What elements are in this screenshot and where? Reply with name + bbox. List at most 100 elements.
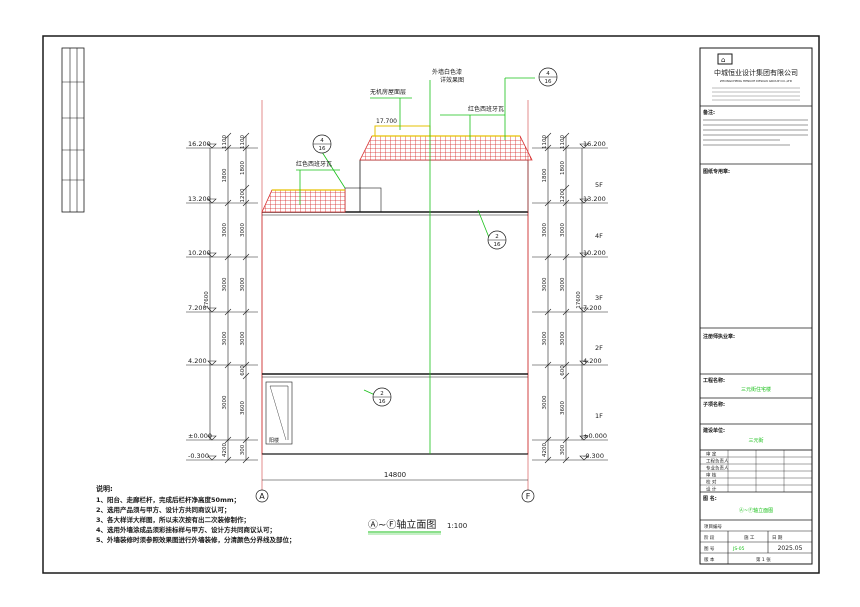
ref-top-number: 4 <box>546 71 550 77</box>
dimension-chains: 1100 1800 3000 3000 3000 3000 4200 1100 1800 1200… <box>204 132 583 464</box>
stage-value: 施 工 <box>744 534 755 541</box>
project-label: 工程名称: <box>703 377 725 384</box>
sign-role: 审 定 <box>706 451 717 458</box>
dimension-tick <box>562 372 570 380</box>
note-item: 3、各大样详大样图，所以未次按有出二次装修制作； <box>96 515 250 524</box>
dimension-tick <box>544 144 552 152</box>
dimension-tick <box>224 144 232 152</box>
dimension-label: 1100 <box>222 135 228 149</box>
dimension-tick <box>544 132 552 140</box>
dimension-label: 3000 <box>542 331 548 345</box>
dimension-tick <box>562 436 570 444</box>
note-item: 5、外墙装修时须参照效果图进行外墙装修，分清颜色分界线及部位； <box>96 535 296 544</box>
project-no-label: 项目编号 <box>704 523 722 530</box>
dimension-tick <box>224 308 232 316</box>
dimension-tick <box>224 253 232 261</box>
dimension-tick <box>544 456 552 464</box>
elevation-label: -0.300 <box>583 452 604 460</box>
detail-ref-mid: 2 16 <box>487 230 507 250</box>
elevation-label: 10.200 <box>583 249 606 257</box>
dimension-label: 3000 <box>542 223 548 237</box>
dimension-label: 3000 <box>222 395 228 409</box>
stage-label: 阶 段 <box>704 534 715 541</box>
elevation-label: 4.200 <box>188 357 207 365</box>
elevation-label: 16.200 <box>188 140 211 148</box>
axis-bubble-a: A <box>255 489 269 503</box>
dimension-label: 1800 <box>560 161 566 175</box>
dimension-tick <box>562 456 570 464</box>
dimension-tick <box>544 253 552 261</box>
drawing-scale: 1:100 <box>447 522 467 530</box>
dimension-label: 3600 <box>560 401 566 415</box>
dimension-label: 600 <box>560 365 566 376</box>
elevation-label: 13.200 <box>188 195 211 203</box>
drawing-no-value: JS-05 <box>732 546 745 552</box>
dimension-label: 3000 <box>542 395 548 409</box>
dimension-tick <box>562 361 570 369</box>
elevation-label: ±0.000 <box>583 432 607 440</box>
dimension-tick <box>562 144 570 152</box>
wall-paint-label-2: 详效果图 <box>440 76 464 84</box>
dimension-label: 4200 <box>222 443 228 457</box>
elevation-label: 7.200 <box>583 304 602 312</box>
version-label: 版 本 <box>704 556 715 563</box>
dimension-label: 1200 <box>240 188 246 202</box>
ref-mid-sheet: 16 <box>494 242 501 248</box>
note-item: 1、阳台、走廊栏杆，完成后栏杆净高度50mm； <box>96 495 240 504</box>
dimension-label: 1100 <box>240 135 246 149</box>
roof-tile-label-left: 红色西班牙瓦 <box>296 160 332 168</box>
elevation-triangle-icon <box>207 143 217 149</box>
stair-window <box>265 381 293 445</box>
ref-low-sheet: 16 <box>379 399 386 405</box>
stair-label: 阳楼 <box>269 437 279 444</box>
elevation-label: 16.200 <box>583 140 606 148</box>
drawing-name-value: Ⓐ~Ⓕ轴立面图 <box>739 507 773 514</box>
roof-tile-label-right: 红色西班牙瓦 <box>468 105 504 113</box>
general-notes: 说明: 1、阳台、走廊栏杆，完成后栏杆净高度50mm； 2、选用产品须与甲方、设… <box>96 484 296 544</box>
dimension-label: 3000 <box>222 331 228 345</box>
elevation-label: 4.200 <box>583 357 602 365</box>
floor-label: 3F <box>595 294 603 302</box>
dimension-label: 3000 <box>560 223 566 237</box>
dimension-label: 3000 <box>560 277 566 291</box>
company-name-en: ZHONGCHENG HENGYE DESIGN GROUP CO.,LTD <box>720 79 793 83</box>
dimension-label: 600 <box>240 365 246 376</box>
dimension-tick <box>242 144 250 152</box>
date-value: 2025.05 <box>778 545 803 552</box>
dimension-label: 1100 <box>542 135 548 149</box>
project-value: 三元街住宅楼 <box>741 386 771 393</box>
dimension-tick <box>242 361 250 369</box>
dimension-tick <box>224 132 232 140</box>
roof-elevation: 17.700 <box>376 118 397 125</box>
notes-title: 说明: <box>96 484 113 493</box>
dimension-tick <box>562 253 570 261</box>
dimension-tick <box>242 132 250 140</box>
dimension-label: 1800 <box>222 168 228 182</box>
dimension-label: 1200 <box>560 188 566 202</box>
total-height-dimension: 17600 <box>204 291 210 309</box>
sheet-border <box>42 35 820 574</box>
sign-role: 设 计 <box>706 486 717 493</box>
dimension-label: 3000 <box>240 331 246 345</box>
drawing-title: Ⓐ~Ⓕ轴立面图 <box>368 518 436 531</box>
dimension-tick <box>562 308 570 316</box>
elevation-triangle-icon <box>207 360 217 366</box>
roof-tiles-right <box>359 135 533 161</box>
ref-top-sheet: 16 <box>545 79 552 85</box>
ref-left-number: 4 <box>320 138 324 144</box>
floor-label: 4F <box>595 232 603 240</box>
notes-label: 备注: <box>702 109 715 116</box>
dimension-tick <box>562 132 570 140</box>
elevation-label: ±0.000 <box>188 432 212 440</box>
dimension-label: 300 <box>560 444 566 455</box>
dimension-label: 1100 <box>560 135 566 149</box>
binding-strip <box>61 47 85 213</box>
dimension-label: 3600 <box>240 401 246 415</box>
client-label: 建设单位: <box>702 427 725 434</box>
dimension-label: 3000 <box>240 277 246 291</box>
sign-role: 工程负责人 <box>706 458 729 465</box>
dimension-tick <box>224 436 232 444</box>
dimension-tick <box>242 199 250 207</box>
detail-ref-top: 4 16 <box>538 67 558 87</box>
